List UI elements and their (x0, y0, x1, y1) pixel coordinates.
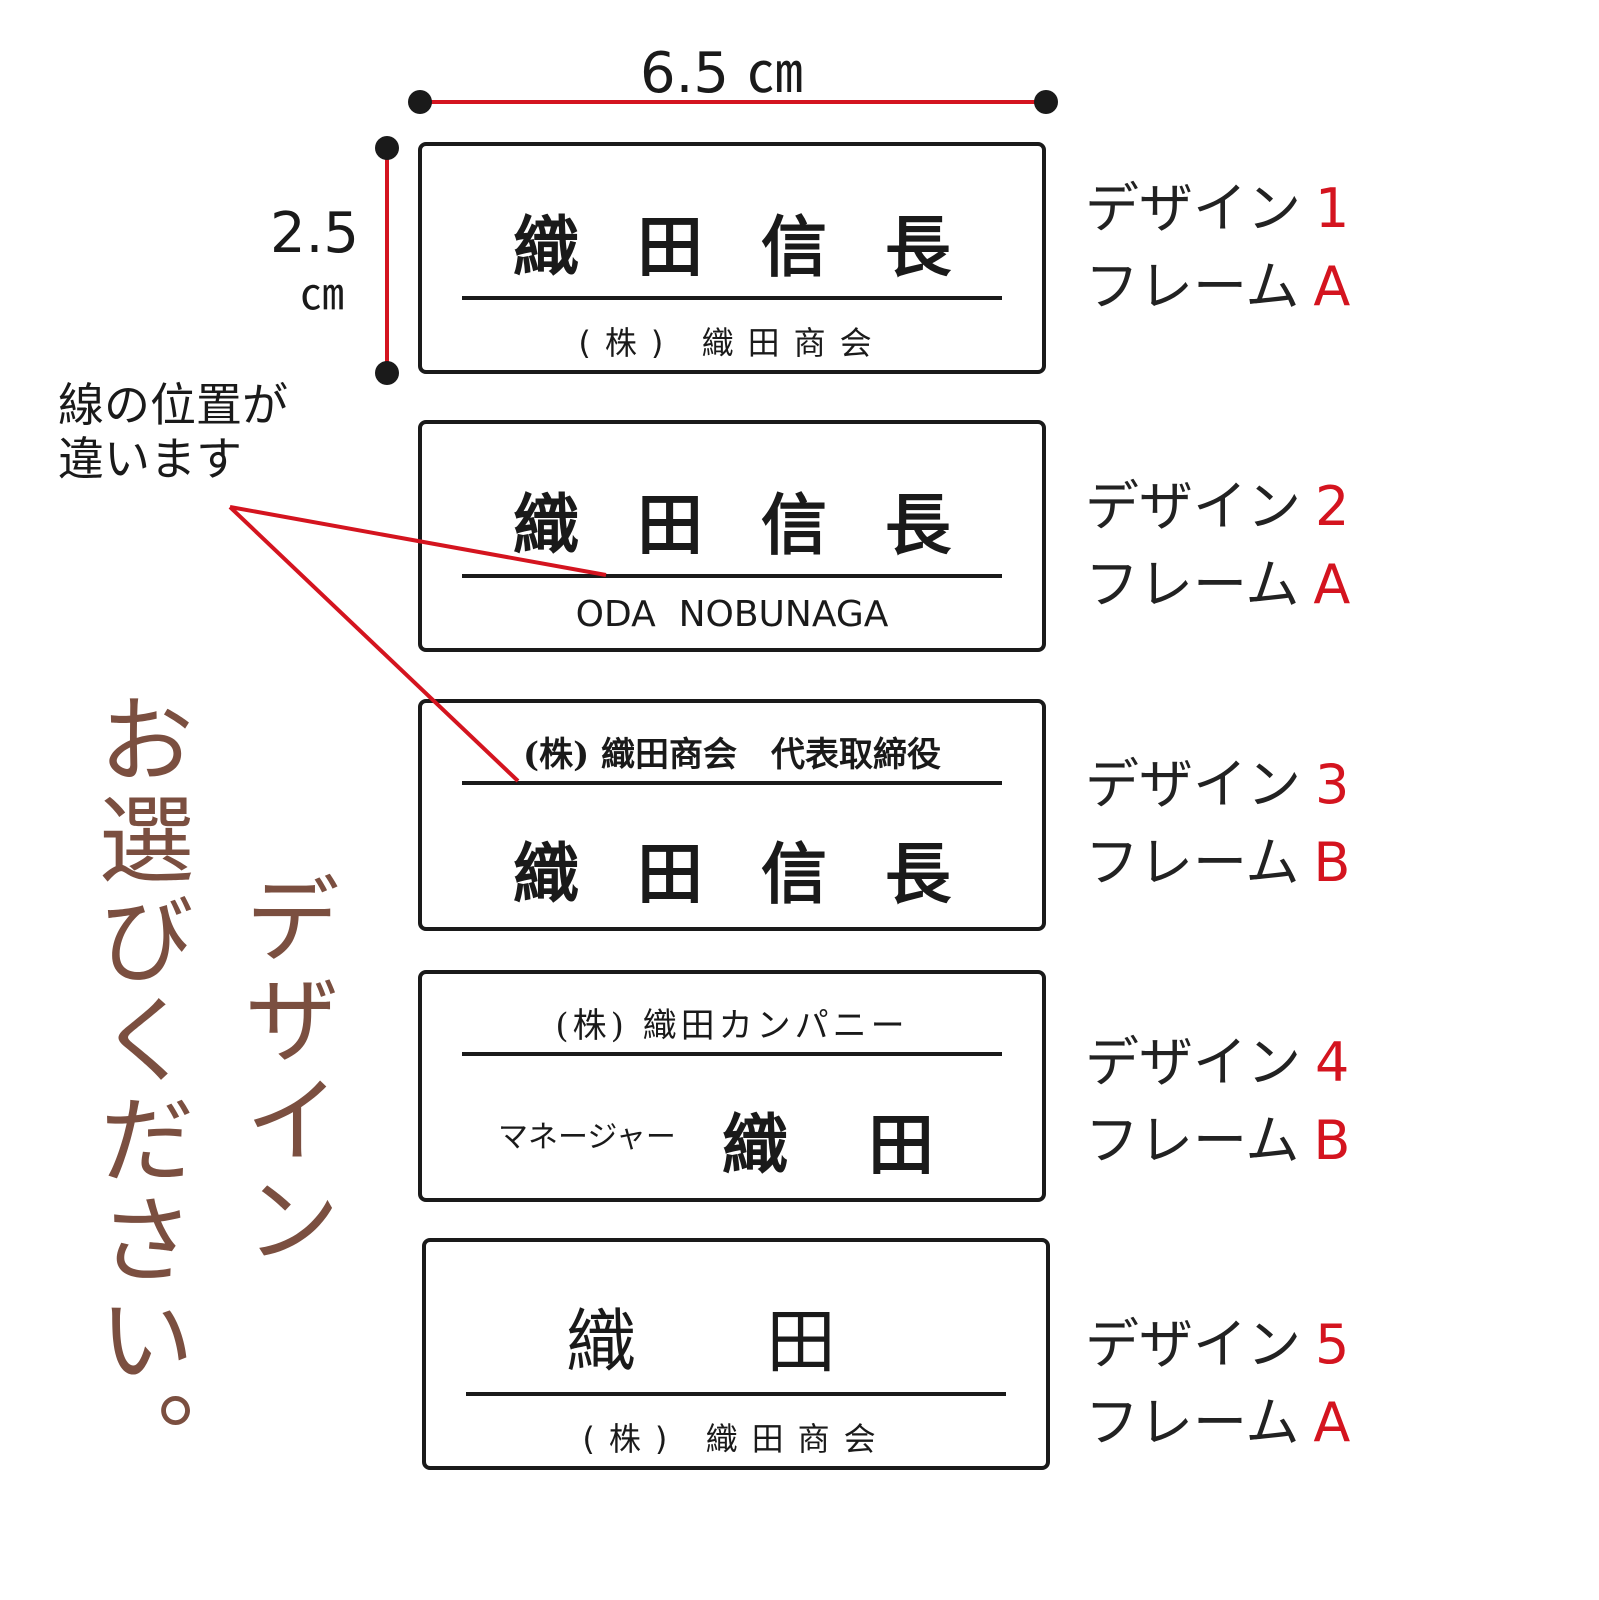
height-value: 2.5 (270, 201, 360, 266)
design-number: 3 (1315, 753, 1350, 816)
plate-romaji: ODA NOBUNAGA (575, 594, 889, 635)
vertical-heading-please-choose: お選びください。 (82, 690, 194, 1490)
design-number: 2 (1315, 475, 1350, 538)
plate-main-name: 織田 (722, 1106, 1014, 1184)
plate-company: (株) 織田カンパニー (555, 1006, 909, 1046)
vertical-heading-design: デザイン (228, 870, 340, 1270)
plate-design-3: (株) 織田商会 代表取締役 織田信長 (418, 699, 1046, 931)
width-label: 6.5 ㎝ (640, 41, 803, 106)
frame-letter: A (1313, 553, 1351, 616)
frame-letter: A (1313, 255, 1351, 318)
design-text: デザイン (1085, 753, 1301, 816)
frame-letter: B (1313, 831, 1351, 894)
frame-text: フレーム (1085, 831, 1300, 894)
plate-company-title: (株) 織田商会 代表取締役 (522, 735, 941, 775)
plate-main-name: 織田信長 (513, 208, 1009, 286)
frame-text: フレーム (1085, 255, 1300, 318)
design-text: デザイン (1085, 177, 1301, 240)
plate-divider (462, 296, 1002, 300)
plate-divider (466, 1392, 1006, 1396)
plate-design-2: 織田信長 ODA NOBUNAGA (418, 420, 1046, 652)
plate-divider (462, 781, 1002, 785)
design-text: デザイン (1085, 1313, 1301, 1376)
plate-company: (株) 織田商会 (582, 1420, 890, 1458)
plate-main-name: 織田信長 (513, 835, 1009, 913)
plate-design-5: 織田 (株) 織田商会 (422, 1238, 1050, 1470)
design-number: 1 (1315, 177, 1350, 240)
design-text: デザイン (1085, 1031, 1301, 1094)
dimension-dot (1034, 90, 1058, 114)
frame-text: フレーム (1085, 1391, 1300, 1454)
dimension-dot (375, 136, 399, 160)
design-text: デザイン (1085, 475, 1301, 538)
plate-design-1: 織田信長 (株) 織田商会 (418, 142, 1046, 374)
dimension-dot (375, 361, 399, 385)
plate-main-name: 織田 (566, 1301, 966, 1383)
dimension-dot (408, 90, 432, 114)
height-unit: ㎝ (300, 269, 344, 320)
design-number: 4 (1315, 1031, 1350, 1094)
frame-letter: B (1313, 1109, 1351, 1172)
design-number: 5 (1315, 1313, 1350, 1376)
plate-company: (株) 織田商会 (578, 324, 886, 362)
plate-main-name: 織田信長 (513, 486, 1009, 564)
callout-text: 線の位置が 違います (58, 378, 288, 486)
plate-job-title: マネージャー (498, 1120, 676, 1155)
frame-text: フレーム (1085, 553, 1300, 616)
frame-text: フレーム (1085, 1109, 1300, 1172)
plate-divider (462, 574, 1002, 578)
plate-design-4: (株) 織田カンパニー マネージャー 織田 (418, 970, 1046, 1202)
frame-letter: A (1313, 1391, 1351, 1454)
plate-divider (462, 1052, 1002, 1056)
